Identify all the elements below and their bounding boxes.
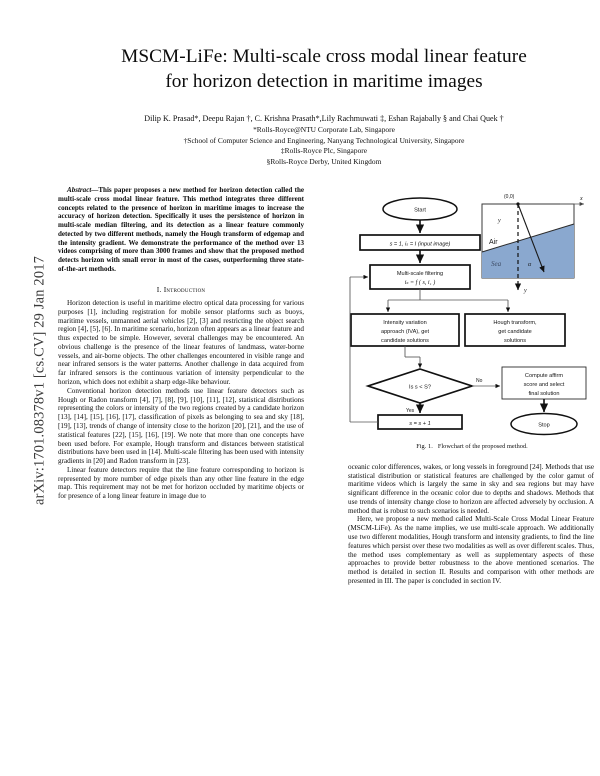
title-block: MSCM-LiFe: Multi-scale cross modal linea… (52, 0, 600, 168)
flowchart-hough-line1: Hough transform, (493, 320, 537, 326)
flowchart-node-increment: s = s + 1 (377, 414, 463, 430)
paper-page: MSCM-LiFe: Multi-scale cross modal linea… (52, 0, 600, 776)
abstract-dash: — (91, 186, 99, 194)
flowchart-start-label: Start (414, 208, 426, 214)
horizon-schematic: x (0,0) y y α Air Sea (481, 194, 585, 294)
flowchart-hough-line2: get candidate (498, 329, 532, 335)
flowchart-decision-label: Is s < S? (409, 385, 431, 391)
flowchart-graphic: x (0,0) y y α Air Sea (348, 186, 596, 441)
flowchart-label-yes: Yes (406, 408, 415, 414)
arxiv-identifier-text: arXiv:1701.08378v1 [cs.CV] 29 Jan 2017 (31, 256, 48, 506)
flowchart-node-affirm-score: Compute affirm score and select final so… (501, 366, 587, 400)
abstract-body: This paper proposes a new method for hor… (58, 186, 304, 274)
flowchart-increment-label: s = s + 1 (409, 421, 430, 427)
flowchart-label-no: No (476, 378, 483, 384)
flowchart-intensity-line3: candidate solutions (381, 338, 429, 344)
flowchart-node-decision: Is s < S? (365, 368, 475, 404)
affiliation-1: *Rolls-Royce@NTU Corporate Lab, Singapor… (253, 124, 395, 134)
left-column: Abstract—This paper proposes a new metho… (58, 186, 304, 501)
right-column: x (0,0) y y α Air Sea (348, 186, 594, 586)
flowchart-node-stop: Stop (510, 412, 578, 436)
flowchart-affirm-line1: Compute affirm (525, 373, 563, 379)
section-number: I. (156, 284, 162, 294)
flowchart-multiscale-line1: Multi-scale filtering (397, 271, 443, 277)
flowchart-affirm-line3: final solution (528, 391, 559, 397)
flowchart-stop-label: Stop (538, 423, 550, 429)
section-title: Introduction (163, 284, 206, 294)
page-title: MSCM-LiFe: Multi-scale cross modal linea… (60, 44, 588, 94)
right-paragraph-1: oceanic color differences, wakes, or lon… (348, 462, 594, 515)
figure-caption-text: Flowchart of the proposed method. (437, 443, 528, 450)
figure-caption: Fig. 1. Flowchart of the proposed method. (348, 443, 596, 451)
abstract-label: Abstract (67, 186, 92, 194)
schematic-alpha-label: α (528, 262, 532, 268)
schematic-sea-label: Sea (491, 260, 502, 268)
figure-caption-label: Fig. 1. (416, 443, 433, 450)
flowchart-node-intensity-variation: Intensity variation approach (IVA), get … (350, 313, 460, 347)
flowchart-node-multiscale-filtering: Multi-scale filtering iₛ = f ( s, i₁ ) (369, 264, 471, 290)
flowchart-node-start: Start (382, 197, 458, 221)
flowchart-multiscale-line2: iₛ = f ( s, i₁ ) (405, 279, 435, 286)
schematic-air-label: Air (489, 239, 498, 246)
flowchart-svg: x (0,0) y y α Air Sea (349, 194, 587, 436)
section-heading-introduction: I. Introduction (58, 285, 304, 294)
right-paragraph-2: Here, we propose a new method called Mul… (348, 515, 594, 585)
schematic-y-axis-label: y (523, 288, 527, 294)
schematic-y-distance-label: y (497, 218, 501, 224)
author-list: Dilip K. Prasad*, Deepu Rajan †, C. Kris… (144, 114, 504, 124)
affiliation-3: ‡Rolls-Royce Plc, Singapore (280, 146, 368, 156)
flowchart-intensity-line1: Intensity variation (383, 320, 427, 326)
affiliation-4: §Rolls-Royce Derby, United Kingdom (266, 157, 382, 167)
flowchart-affirm-line2: score and select (524, 382, 565, 388)
abstract-paragraph: Abstract—This paper proposes a new metho… (58, 186, 304, 274)
schematic-origin-label: (0,0) (504, 194, 515, 200)
intro-paragraph-1: Horizon detection is useful in maritime … (58, 299, 304, 387)
intro-paragraph-2: Conventional horizon detection methods u… (58, 386, 304, 466)
paper-title-line-2: for horizon detection in maritime images (165, 71, 483, 93)
flowchart-init-label: s = 1, iₛ = I (input image) (390, 242, 451, 248)
author-block: Dilip K. Prasad*, Deepu Rajan †, C. Kris… (60, 113, 588, 168)
arxiv-stamp: arXiv:1701.08378v1 [cs.CV] 29 Jan 2017 (0, 0, 52, 776)
flowchart-hough-line3: solutions (504, 338, 526, 344)
flowchart-intensity-line2: approach (IVA), get (381, 329, 430, 335)
figure-1: x (0,0) y y α Air Sea (348, 186, 596, 451)
intro-paragraph-3: Linear feature detectors require that th… (58, 465, 304, 501)
paper-title-line-1: MSCM-LiFe: Multi-scale cross modal linea… (121, 46, 527, 67)
flowchart-node-hough-transform: Hough transform, get candidate solutions (464, 313, 566, 347)
two-column-body: Abstract—This paper proposes a new metho… (52, 186, 600, 766)
schematic-x-axis-label: x (579, 196, 583, 202)
affiliation-2: †School of Computer Science and Engineer… (183, 135, 465, 145)
flowchart-node-init: s = 1, iₛ = I (input image) (359, 234, 481, 251)
